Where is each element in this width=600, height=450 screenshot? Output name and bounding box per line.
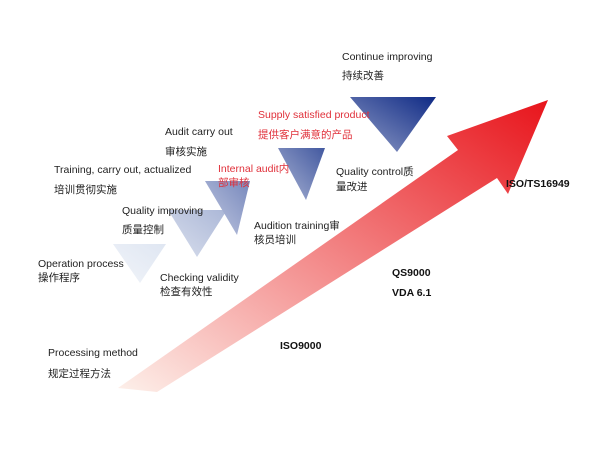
step-6-en: Audit carry out (165, 126, 233, 138)
step-7-en: Internal audit内 (218, 163, 290, 175)
standard-iso9000: ISO9000 (280, 340, 322, 352)
step-10-zh: 持续改善 (342, 70, 384, 82)
growth-arrow (118, 100, 548, 392)
base-label-zh: 规定过程方法 (48, 368, 111, 380)
step-2-zh: 检查有效性 (160, 286, 213, 298)
step-8-zh: 量改进 (336, 181, 368, 193)
step-10-en: Continue improving (342, 51, 433, 63)
standard-qs9000: QS9000 (392, 267, 431, 279)
standard-vda61: VDA 6.1 (392, 287, 432, 299)
step-5-zh: 核员培训 (254, 234, 296, 246)
step-5-en: Audition training审 (254, 220, 340, 232)
step-triangles (113, 97, 436, 283)
step-triangle-3 (205, 181, 250, 235)
step-9-en: Supply satisfied product (258, 109, 370, 121)
step-triangle-1 (113, 244, 166, 283)
base-label-en: Processing method (48, 347, 138, 359)
step-triangle-4 (278, 148, 325, 200)
step-1-zh: 操作程序 (38, 272, 80, 284)
step-6-zh: 审核实施 (165, 146, 207, 158)
step-8-en: Quality control质 (336, 166, 414, 178)
step-1-en: Operation process (38, 258, 124, 270)
step-4-zh: 培训贯彻实施 (54, 184, 117, 196)
step-triangle-2 (168, 210, 227, 257)
step-3-en: Quality improving (122, 205, 204, 217)
step-7-zh: 部审核 (218, 177, 250, 189)
step-3-zh: 质量控制 (122, 224, 164, 236)
step-9-zh: 提供客户满意的产品 (258, 129, 353, 141)
step-triangle-5 (350, 97, 436, 152)
step-4-en: Training, carry out, actualized (54, 164, 192, 176)
step-2-en: Checking validity (160, 272, 239, 284)
standard-isots16949: ISO/TS16949 (506, 178, 570, 190)
